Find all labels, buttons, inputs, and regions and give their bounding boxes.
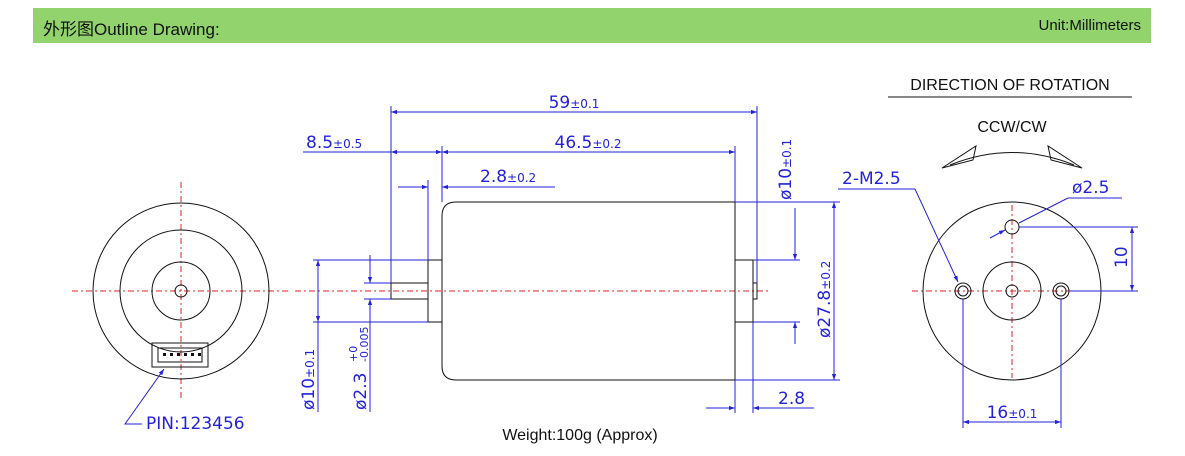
rear-end-view: PIN:123456 (72, 182, 290, 434)
shaft-dia-tol-lower: -0.005 (358, 327, 371, 362)
front-shaft-circle (1005, 284, 1019, 298)
shaft-dia-tol-upper: +0 (347, 346, 360, 362)
cw-arrow (1047, 144, 1083, 169)
ccw-arrow (941, 144, 977, 169)
shaft-dia-label: ø2.3 (351, 373, 371, 410)
rear-outer-circle (92, 202, 270, 380)
header-bar: 外形图Outline Drawing: Unit:Millimeters (33, 8, 1151, 43)
hole-spacing-label: 16±0.1 (987, 403, 1038, 423)
rear-boss-circle (119, 229, 243, 353)
side-view: 59±0.1 46.5±0.2 8.5±0.5 2.8±0.2 ø10±0.1 … (295, 93, 840, 444)
pin-label: PIN:123456 (146, 414, 245, 434)
rear-boss-dia-label: ø10±0.1 (776, 139, 796, 200)
unit-label: Unit:Millimeters (1038, 17, 1141, 34)
drawing-title: 外形图Outline Drawing: (43, 20, 220, 39)
rotation-title: DIRECTION OF ROTATION (910, 77, 1109, 94)
rear-shaft-stub (752, 282, 758, 300)
screw-hole-leader (914, 188, 959, 283)
rear-boss-length-label: 2.8 (778, 389, 805, 409)
body-dia-label: ø27.8±0.2 (815, 261, 835, 338)
hole-offset-label: 10 (1112, 246, 1132, 268)
shaft-length-label: 8.5±0.5 (306, 133, 362, 153)
screw-hole-left-inner (957, 285, 969, 297)
weight-label: Weight:100g (Approx) (502, 427, 657, 444)
output-shaft (390, 282, 429, 300)
front-end-view: DIRECTION OF ROTATION CCW/CW 2-M2.5 ø2.5… (838, 77, 1138, 428)
pin-leader (124, 368, 165, 425)
connector-inner (157, 347, 203, 363)
connector (151, 342, 209, 368)
rotation-arc (949, 152, 1075, 166)
screw-hole-label: 2-M2.5 (842, 169, 901, 189)
front-boss-dia-label: ø10±0.1 (299, 349, 319, 410)
rear-inner-circle (151, 261, 211, 321)
small-hole-label: ø2.5 (1072, 178, 1109, 198)
screw-hole-right-inner (1055, 285, 1067, 297)
boss-length-label: 2.8±0.2 (480, 167, 536, 187)
connector-pins (163, 353, 201, 356)
front-boss-circle (982, 261, 1042, 321)
overall-length-label: 59±0.1 (549, 93, 600, 113)
rotation-label: CCW/CW (977, 119, 1047, 136)
rear-shaft-circle (174, 284, 188, 298)
body-length-label: 46.5±0.2 (555, 133, 622, 153)
motor-body (441, 201, 736, 381)
